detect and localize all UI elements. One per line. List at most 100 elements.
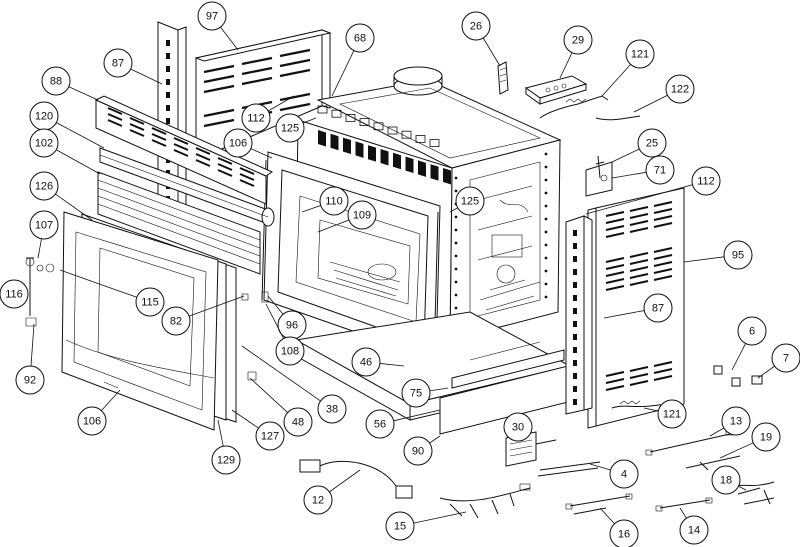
callout-leader bbox=[413, 511, 467, 524]
callout-number: 121 bbox=[663, 409, 681, 421]
callout-leader bbox=[731, 343, 746, 371]
callout-leader bbox=[633, 94, 668, 113]
callout-circle bbox=[161, 306, 191, 336]
callout-leader bbox=[429, 387, 449, 392]
callout-number: 4 bbox=[621, 469, 627, 481]
callout-leader bbox=[709, 427, 725, 437]
sensor-bracket bbox=[585, 155, 613, 197]
callout-number: 112 bbox=[247, 113, 265, 125]
callout-number: 87 bbox=[112, 58, 124, 70]
parts-line-art bbox=[25, 21, 775, 519]
callout-leader bbox=[101, 389, 121, 411]
callout-leader bbox=[189, 295, 245, 317]
callout-number: 88 bbox=[50, 76, 62, 88]
callout-circle bbox=[351, 347, 381, 377]
callout-leader bbox=[559, 52, 573, 79]
callout-leader bbox=[331, 50, 355, 97]
upper-grille bbox=[94, 95, 274, 205]
callout-number: 13 bbox=[730, 416, 742, 428]
callout-number: 25 bbox=[646, 138, 658, 150]
callout-number: 26 bbox=[470, 21, 482, 33]
callout-126: 126 bbox=[29, 171, 93, 221]
callout-102: 102 bbox=[29, 128, 101, 175]
callout-circle bbox=[319, 186, 349, 216]
base-tray bbox=[294, 311, 572, 435]
callout-number: 90 bbox=[412, 446, 424, 458]
callout-circle bbox=[77, 406, 107, 436]
callout-circle bbox=[241, 103, 271, 133]
front-door-assembly bbox=[61, 211, 269, 431]
callout-number: 15 bbox=[394, 521, 406, 533]
callout-leader bbox=[267, 95, 295, 112]
callout-number: 126 bbox=[35, 181, 53, 193]
callout-number: 121 bbox=[631, 49, 649, 61]
callout-leader bbox=[220, 26, 239, 51]
callout-circle bbox=[275, 113, 305, 143]
callout-leader bbox=[449, 207, 458, 213]
callout-circle bbox=[29, 171, 59, 201]
callout-circle bbox=[679, 515, 709, 545]
callout-circle bbox=[29, 210, 59, 240]
callout-number: 125 bbox=[461, 196, 479, 208]
callout-leader bbox=[719, 442, 754, 459]
callout-number: 68 bbox=[354, 33, 366, 45]
callout-leader bbox=[589, 463, 611, 471]
door-hinge-hardware bbox=[25, 257, 55, 327]
top-electronic-parts bbox=[497, 61, 641, 121]
callout-71: 71 bbox=[611, 155, 675, 185]
callout-112: 112 bbox=[585, 166, 721, 215]
callout-leader bbox=[302, 117, 317, 124]
callout-leader bbox=[55, 193, 93, 221]
callout-112: 112 bbox=[241, 95, 295, 133]
callout-106: 106 bbox=[77, 389, 121, 436]
callout-circle bbox=[29, 128, 59, 158]
callout-leader bbox=[249, 377, 288, 413]
callout-number: 12 bbox=[312, 495, 324, 507]
callout-number: 96 bbox=[286, 320, 298, 332]
callout-number: 16 bbox=[618, 529, 630, 541]
callout-circle bbox=[15, 365, 45, 395]
callout-leader bbox=[30, 323, 35, 367]
callout-leader bbox=[611, 171, 647, 179]
callout-circle bbox=[751, 422, 781, 452]
callout-121: 121 bbox=[601, 39, 655, 97]
callout-circle bbox=[609, 519, 639, 547]
callout-circle bbox=[255, 421, 285, 451]
callout-number: 125 bbox=[281, 123, 299, 135]
callout-circle bbox=[317, 394, 347, 424]
callout-109: 109 bbox=[317, 200, 377, 233]
callout-number: 112 bbox=[697, 176, 715, 188]
callout-circle bbox=[385, 511, 415, 541]
callout-38: 38 bbox=[241, 345, 347, 424]
callout-number: 18 bbox=[720, 475, 732, 487]
callout-46: 46 bbox=[351, 347, 405, 377]
callout-number: 110 bbox=[325, 196, 343, 208]
callout-leader bbox=[231, 409, 259, 429]
callout-leader bbox=[601, 64, 631, 97]
callout-circle bbox=[771, 343, 800, 373]
callout-90: 90 bbox=[403, 435, 441, 466]
callout-125: 125 bbox=[275, 113, 317, 143]
callout-circle bbox=[103, 48, 133, 78]
callout-leader bbox=[757, 365, 775, 379]
callout-110: 110 bbox=[301, 186, 349, 216]
callout-number: 102 bbox=[35, 138, 53, 150]
callout-number: 82 bbox=[170, 316, 182, 328]
callout-127: 127 bbox=[231, 409, 285, 451]
callout-circle bbox=[737, 316, 767, 346]
callout-leader bbox=[599, 507, 615, 524]
callout-number: 30 bbox=[512, 422, 524, 434]
callout-leader bbox=[738, 485, 747, 491]
callout-leader bbox=[59, 269, 137, 298]
callout-number: 122 bbox=[671, 84, 689, 96]
callout-circle bbox=[657, 399, 687, 429]
callout-108: 108 bbox=[265, 303, 305, 366]
callout-87: 87 bbox=[603, 293, 673, 323]
callout-circle bbox=[723, 240, 753, 270]
callout-7: 7 bbox=[757, 343, 800, 379]
callout-leader bbox=[37, 238, 42, 259]
callout-95: 95 bbox=[683, 240, 753, 270]
callout-circle bbox=[721, 406, 751, 436]
callout-leader bbox=[393, 409, 441, 422]
